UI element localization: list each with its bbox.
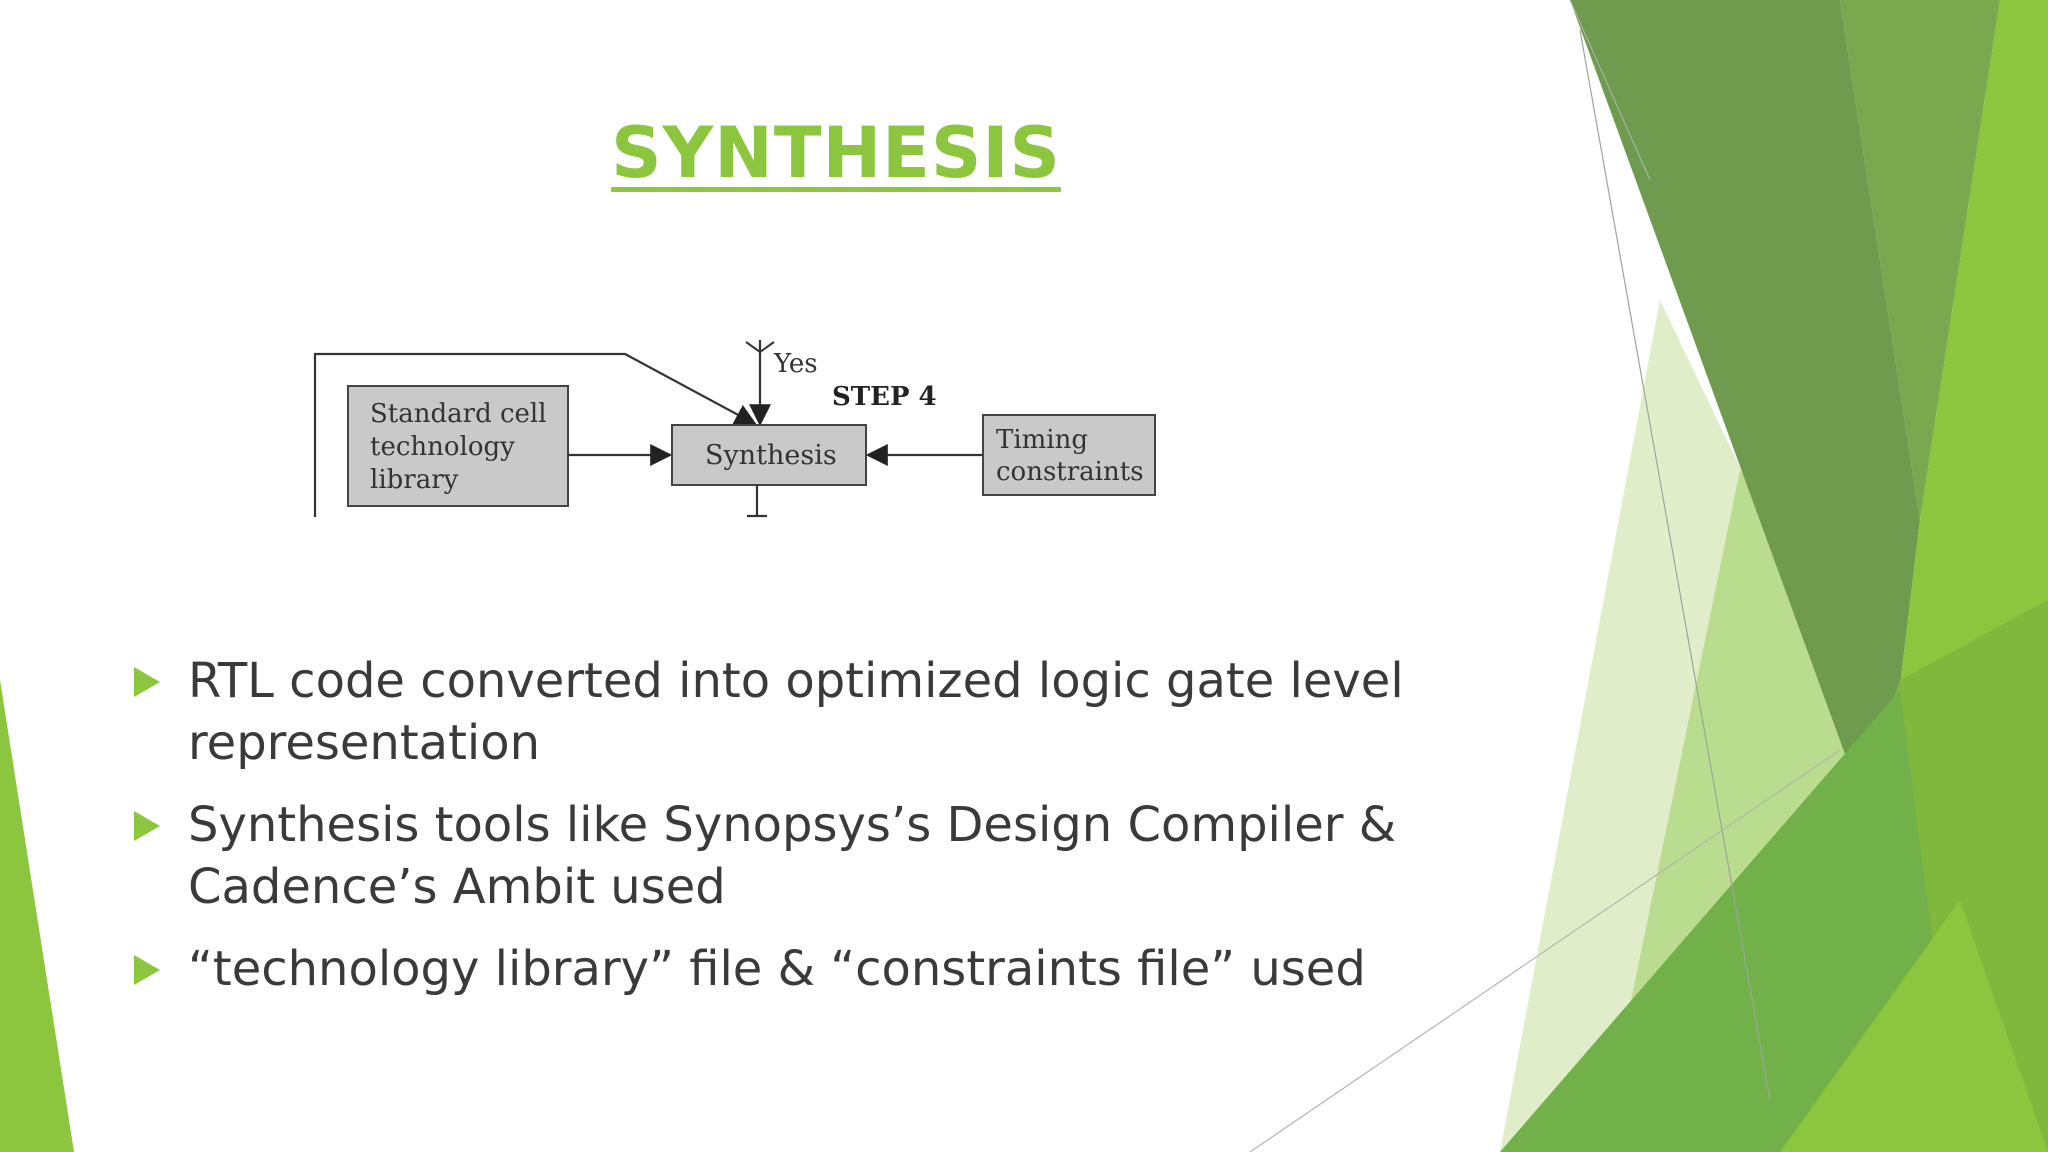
bullet-item: Synthesis tools like Synopsys’s Design C… [130,794,1430,918]
bullet-line: RTL code converted into optimized logic … [188,653,1404,709]
left-green-sliver [0,680,74,1152]
timing-constraints-box [982,414,1156,496]
right-box-line-2: constraints [996,457,1144,487]
left-box-line-1: Standard cell [370,399,547,429]
standard-cell-library-box [347,385,569,507]
synthesis-box [671,424,867,486]
dark-green-band [1570,0,1920,850]
synthesis-flow-diagram: Yes STEP 4 Standard cell technology libr… [300,330,1170,530]
bullet-item: RTL code converted into optimized logic … [130,650,1430,774]
bullet-line: “technology library” file & “constraints… [188,941,1366,997]
yes-tick-right [759,341,775,353]
triangle-bullet-icon [134,955,160,985]
left-box-line-2: technology [370,432,515,462]
bullet-line: Synthesis tools like Synopsys’s Design C… [188,797,1397,853]
triangle-bullet-icon [134,667,160,697]
bottom-dark-green [1780,900,2048,1152]
thin-line-2 [1249,749,1841,1152]
olive-green-band [1840,0,2000,520]
yes-label: Yes [773,349,818,379]
yes-tick-left [745,341,761,353]
step-label: STEP 4 [832,382,937,412]
feedback-loop-line [313,352,757,517]
center-box-label: Synthesis [705,440,837,471]
bullet-line: representation [188,715,541,771]
lower-green-triangle [1500,690,1960,1152]
right-box-line-1: Timing [996,425,1088,455]
left-box-line-3: library [370,465,459,495]
slide-title: SYNTHESIS [611,112,1061,194]
thin-line-1 [1579,29,1771,1101]
bullet-list: RTL code converted into optimized logic … [130,650,1430,1020]
bullet-item: “technology library” file & “constraints… [130,938,1430,1000]
thin-line-3 [1569,0,1651,181]
bullet-line: Cadence’s Ambit used [188,859,726,915]
triangle-bullet-icon [134,811,160,841]
